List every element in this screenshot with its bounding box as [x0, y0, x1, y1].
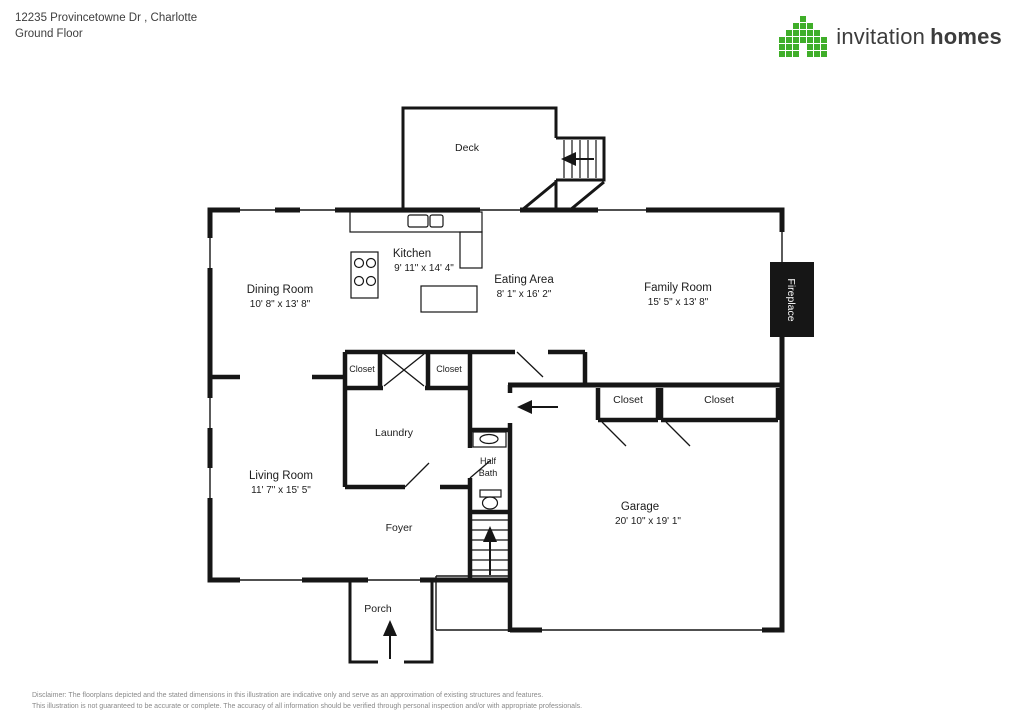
kitchen-sink-icon [429, 214, 444, 228]
closet-label: Closet [704, 394, 734, 406]
deck-and-porch-walls [348, 106, 606, 664]
kitchen-island [420, 285, 478, 313]
porch-label: Porch [364, 603, 392, 615]
kitchen-sink-icon [407, 214, 429, 228]
disclaimer-line-1: Disclaimer: The floorplans depicted and … [32, 692, 544, 699]
dining-room-label: Dining Room [247, 284, 313, 296]
eating-area-label: Eating Area [494, 274, 554, 286]
living-room-dims: 11' 7" x 15' 5" [251, 485, 311, 496]
fireplace-label: Fireplace [785, 278, 797, 321]
exterior-walls [207, 207, 785, 633]
garage-dims: 20' 10" x 19' 1" [615, 516, 681, 527]
kitchen-fixtures [349, 211, 483, 313]
door-swings [383, 351, 691, 488]
closet-label: Closet [349, 364, 375, 374]
closet-label: Closet [436, 364, 462, 374]
foyer-label: Foyer [386, 522, 413, 534]
eating-area-dims: 8' 1" x 16' 2" [497, 289, 552, 300]
sink-icon [479, 433, 499, 445]
half-bath-label-line1: Half [480, 456, 497, 466]
direction-arrows [383, 152, 594, 659]
deck-label: Deck [455, 142, 480, 154]
up-arrow-icon [383, 620, 397, 636]
living-room-label: Living Room [249, 470, 313, 482]
family-room-dims: 15' 5" x 13' 8" [648, 297, 709, 308]
kitchen-label: Kitchen [393, 248, 431, 260]
left-arrow-icon [517, 400, 532, 414]
up-arrow-icon [483, 526, 497, 542]
interior-walls [210, 349, 781, 632]
laundry-label: Laundry [375, 427, 414, 439]
address-line: 12235 Provincetowne Dr , Charlotte [15, 12, 198, 24]
closet-label: Closet [613, 394, 643, 406]
left-arrow-icon [561, 152, 576, 166]
windows-and-openings [209, 209, 783, 631]
fireplace-shape [770, 262, 814, 337]
burner-icon [353, 257, 365, 269]
vanity-icon [472, 431, 507, 448]
burner-icon [365, 275, 377, 287]
stove-icon [350, 251, 379, 299]
dining-room-dims: 10' 8" x 13' 8" [250, 299, 311, 310]
disclaimer: Disclaimer: The floorplans depicted and … [32, 690, 582, 712]
kitchen-dims: 9' 11" x 14' 4" [394, 263, 454, 274]
toilet-icon [481, 496, 499, 510]
disclaimer-line-2: This illustration is not guaranteed to b… [32, 703, 583, 710]
garage-label: Garage [621, 501, 659, 513]
bathroom-fixtures [472, 431, 507, 510]
half-bath-label-line2: Bath [479, 468, 498, 478]
logo-word-invitation: invitation [836, 23, 926, 49]
kitchen-counter-return [459, 231, 483, 269]
address-block: 12235 Provincetowne Dr , Charlotte Groun… [15, 10, 197, 42]
toilet-tank-icon [479, 489, 502, 498]
logo-word-homes: homes [930, 23, 1002, 49]
room-labels: Deck Kitchen 9' 11" x 14' 4" Eating Area… [247, 142, 734, 615]
burner-icon [353, 275, 365, 287]
green-pixel-house-icon [779, 16, 828, 57]
burner-icon [365, 257, 377, 269]
family-room-label: Family Room [644, 282, 712, 294]
fireplace-block: Fireplace [770, 262, 814, 337]
floor-label: Ground Floor [15, 28, 83, 40]
kitchen-counter [349, 211, 483, 233]
